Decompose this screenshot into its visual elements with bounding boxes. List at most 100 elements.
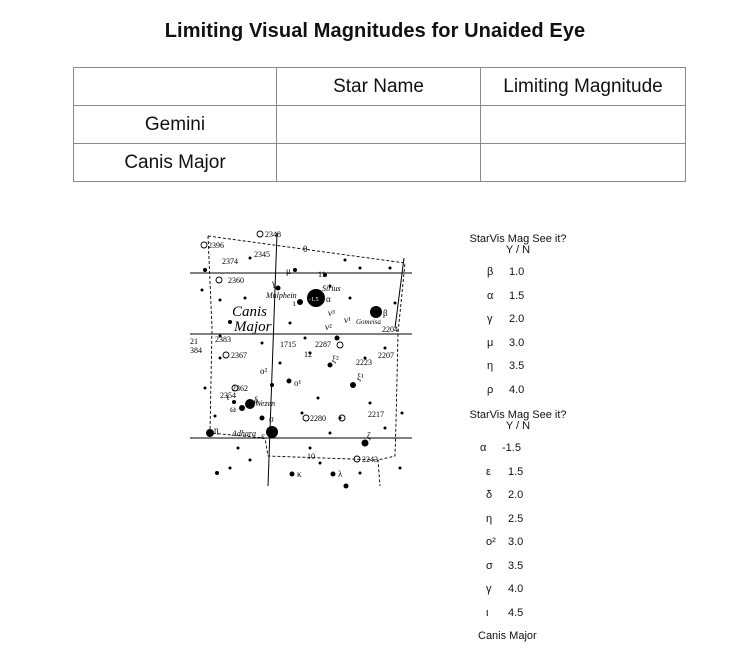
svg-text:τ: τ	[226, 392, 230, 402]
svg-text:ω: ω	[230, 404, 236, 414]
canis-list-header: StarVis Mag See it?	[469, 409, 567, 421]
greek-labels: θ μ γ ι α β ν¹ ν² ν³ ξ¹ ξ² ο¹ ο² τ ω δ σ…	[214, 244, 388, 479]
svg-text:ε: ε	[261, 431, 265, 441]
svg-text:ξ²: ξ²	[332, 354, 339, 364]
star-eta	[206, 429, 214, 437]
star-sirius	[307, 289, 325, 307]
star-lambda	[330, 471, 336, 477]
svg-text:γ: γ	[271, 278, 276, 288]
star-gamma	[275, 285, 281, 291]
star-gomeisa	[370, 306, 382, 318]
star-iota	[297, 299, 303, 305]
svg-text:384: 384	[190, 346, 202, 355]
table-row-canis-major: Canis Major	[73, 143, 686, 182]
gemini-star-name-cell[interactable]	[276, 105, 481, 144]
star-zeta	[361, 439, 369, 447]
gemini-list-header: StarVis Mag See it?	[469, 233, 567, 245]
svg-text:11: 11	[318, 270, 326, 279]
svg-text:ζ: ζ	[367, 431, 371, 441]
svg-text:2287: 2287	[315, 340, 331, 349]
chart-label-wezen: Wezen	[255, 399, 275, 408]
canis-major-limiting-magnitude-cell[interactable]	[480, 143, 686, 182]
star-o1	[286, 378, 292, 384]
svg-text:2374: 2374	[222, 257, 238, 266]
svg-text:ι: ι	[293, 298, 296, 308]
svg-text:2207: 2207	[378, 351, 394, 360]
svg-text:2204: 2204	[382, 325, 398, 334]
chart-label-sirius-mag: -1.5	[309, 297, 319, 303]
star-sigma	[259, 415, 265, 421]
svg-text:2223: 2223	[356, 358, 372, 367]
table-row-gemini: Gemini	[73, 105, 686, 144]
svg-text:μ: μ	[286, 266, 291, 276]
chart-label-canis: Canis	[232, 304, 267, 320]
svg-text:2396: 2396	[208, 241, 224, 250]
star-tau	[232, 400, 236, 404]
svg-text:θ: θ	[303, 244, 307, 254]
svg-text:21: 21	[190, 337, 198, 346]
star-kappa	[289, 471, 295, 477]
svg-text:ν³: ν³	[328, 308, 335, 318]
svg-text:2348: 2348	[265, 230, 281, 239]
constellation-boundary	[207, 235, 406, 487]
star-delta-col	[343, 483, 349, 489]
svg-text:2360: 2360	[228, 276, 244, 285]
star-o2	[270, 383, 274, 387]
chart-label-sirius: Sirius	[322, 284, 341, 293]
svg-text:12: 12	[304, 350, 312, 359]
table-header-cell	[73, 67, 277, 106]
row-label-gemini: Gemini	[73, 105, 277, 144]
svg-text:2362: 2362	[232, 384, 248, 393]
svg-text:2367: 2367	[231, 351, 247, 360]
svg-text:λ: λ	[338, 469, 343, 479]
svg-text:2280: 2280	[310, 414, 326, 423]
svg-text:10: 10	[307, 452, 315, 461]
star-omega	[239, 405, 245, 411]
star-wezen	[245, 399, 255, 409]
svg-text:α: α	[326, 294, 331, 304]
row-label-canis-major: Canis Major	[73, 143, 277, 182]
chart-label-gomeisa: Gomeisa	[356, 318, 381, 326]
svg-text:2345: 2345	[254, 250, 270, 259]
list-item: α-1.5	[480, 442, 521, 454]
table-header-row: Star Name Limiting Magnitude	[73, 67, 686, 106]
star-mu	[293, 268, 297, 272]
svg-text:η: η	[214, 425, 219, 435]
canis-major-star-name-cell[interactable]	[276, 143, 481, 182]
canis-list-yn: Y / N	[505, 420, 531, 432]
star-xi2	[327, 362, 333, 368]
svg-text:2354: 2354	[220, 391, 236, 400]
chart-grid-lines	[190, 232, 412, 487]
canis-major-star-chart: Canis Major Sirius -1.5 Mulphein Gomeisa…	[190, 230, 412, 489]
svg-text:κ: κ	[297, 469, 302, 479]
table-header-limiting-magnitude: Limiting Magnitude	[480, 67, 686, 106]
svg-text:ο¹: ο¹	[294, 378, 302, 388]
svg-text:ξ¹: ξ¹	[357, 372, 364, 382]
star-field	[200, 256, 404, 489]
gemini-limiting-magnitude-cell[interactable]	[480, 105, 686, 144]
svg-text:2217: 2217	[368, 410, 384, 419]
star-xi1	[350, 382, 356, 388]
chart-label-adhara: Adhara	[231, 429, 256, 438]
svg-text:β: β	[383, 308, 388, 318]
star-adhara	[266, 426, 278, 438]
star-nu2	[334, 335, 340, 341]
chart-labels: Canis Major Sirius -1.5 Mulphein Gomeisa…	[231, 284, 381, 438]
page-title: Limiting Visual Magnitudes for Unaided E…	[164, 20, 586, 42]
svg-text:ν¹: ν¹	[344, 315, 351, 325]
svg-text:σ: σ	[269, 414, 274, 424]
open-clusters	[200, 230, 361, 463]
catalog-labels: 2348 2396 2345 2374 2360 2204 2383 2367 …	[190, 230, 398, 464]
chart-label-mulphein: Mulphein	[265, 291, 297, 300]
